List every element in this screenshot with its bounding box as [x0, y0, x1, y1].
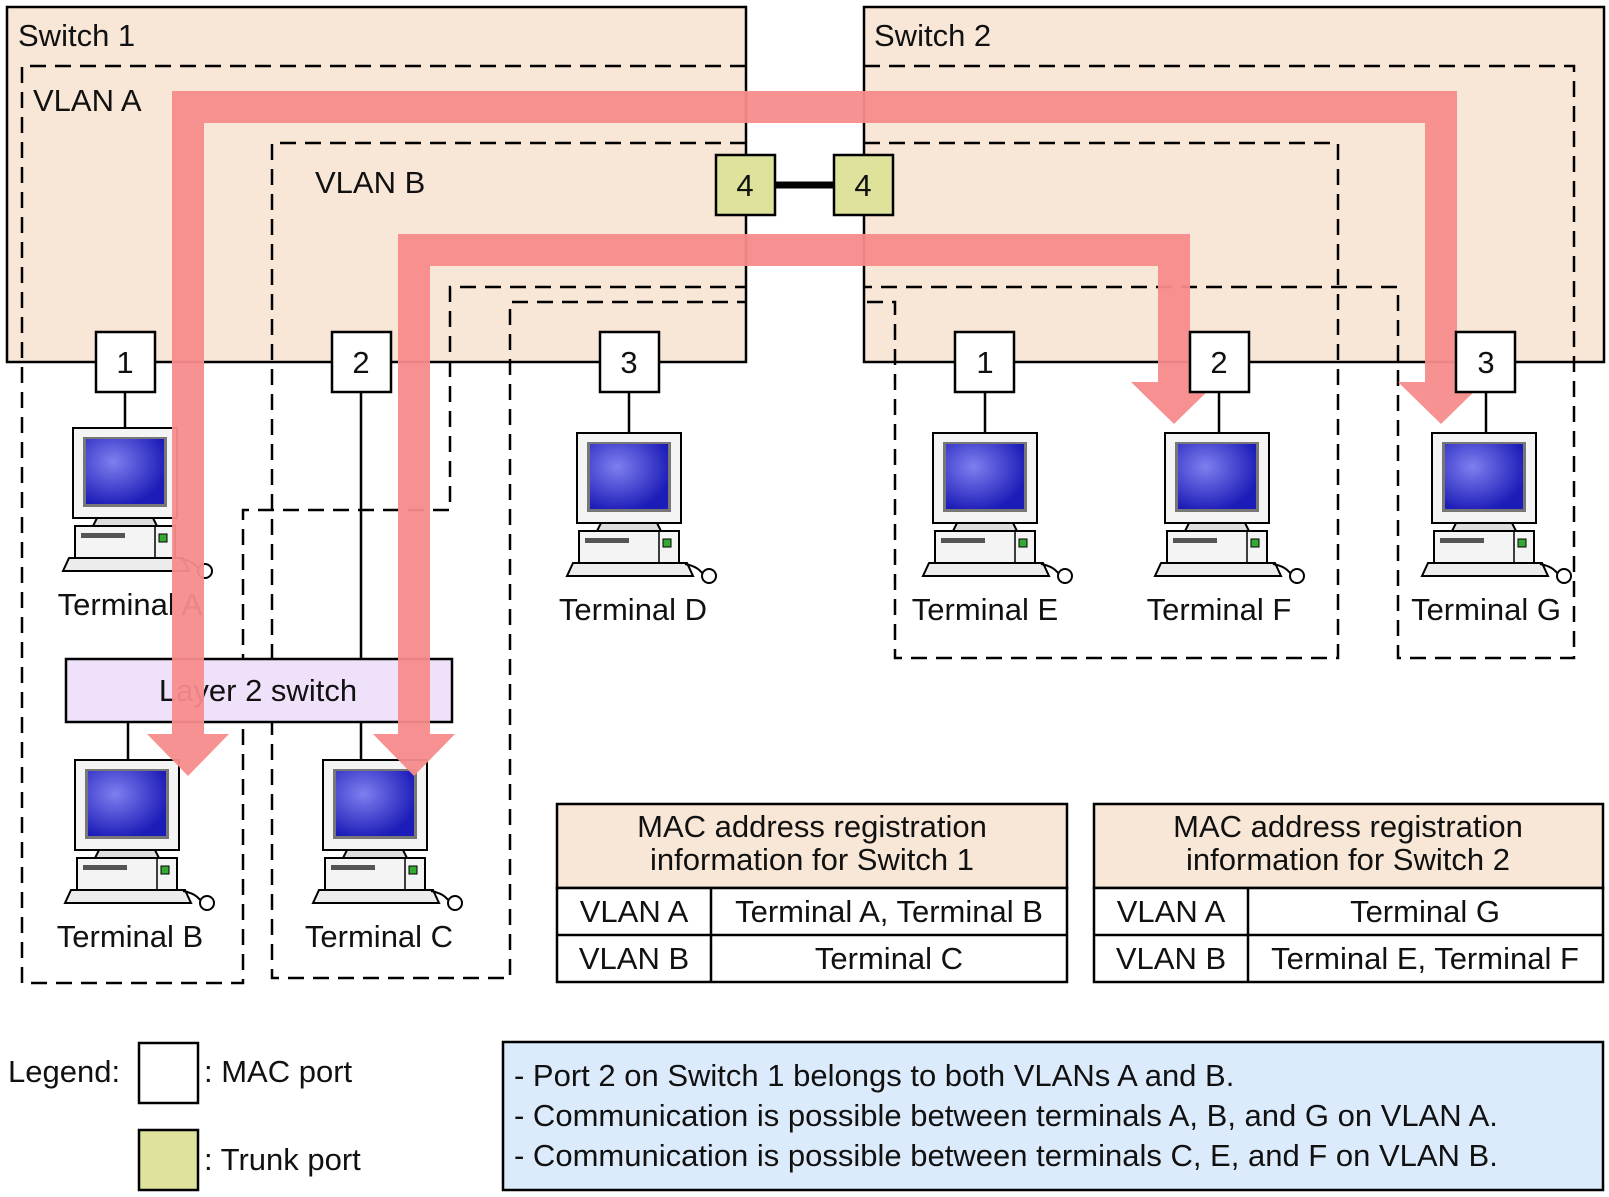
- switch-2-title: Switch 2: [874, 18, 991, 53]
- vlan-b-boundary-switch-1: [270, 141, 746, 980]
- note-3: - Communication is possible between term…: [514, 1138, 1498, 1173]
- mac-table-1-row1-terminals: Terminal A, Terminal B: [735, 894, 1043, 929]
- vlan-a-boundary-switch-2: [864, 64, 1576, 660]
- vlan-a-boundary-switch-1: [20, 64, 746, 985]
- mac-table-1-row2-vlan: VLAN B: [579, 941, 689, 976]
- terminal-g-label: Terminal G: [1411, 592, 1561, 627]
- switch-2-box: [862, 5, 1606, 364]
- mac-table-2-title-line2: information for Switch 2: [1186, 842, 1510, 877]
- terminal-e-icon: [922, 432, 1073, 584]
- switch-2-port-1: [953, 330, 1016, 394]
- terminal-d-label: Terminal D: [559, 592, 707, 627]
- legend-mac-port-swatch: [137, 1041, 200, 1105]
- switch-1-port-2-label: 2: [352, 345, 369, 380]
- terminal-f-icon: [1154, 432, 1305, 584]
- switch-2-port-2: [1188, 330, 1251, 394]
- vlan-a-label: VLAN A: [33, 83, 142, 118]
- terminal-f-label: Terminal F: [1147, 592, 1292, 627]
- mac-table-switch-2: MAC address registration information for…: [1092, 802, 1605, 984]
- legend-trunk-port-swatch: [137, 1128, 200, 1192]
- switch-1-title: Switch 1: [18, 18, 135, 53]
- mac-table-2-row1-vlan: VLAN A: [1117, 894, 1226, 929]
- switch-2-trunk-port: [832, 153, 895, 217]
- switch-1-port-2: [330, 330, 393, 394]
- switch-2-trunk-port-label: 4: [854, 168, 871, 203]
- mac-table-1-title-line2: information for Switch 1: [650, 842, 974, 877]
- terminal-c-icon: [312, 759, 463, 911]
- mac-table-1-row1-vlan: VLAN A: [580, 894, 689, 929]
- legend-title: Legend:: [8, 1054, 120, 1089]
- vlan-b-boundary-switch-2: [864, 141, 1340, 660]
- legend-trunk-port-label: : Trunk port: [204, 1142, 361, 1177]
- switch-1-port-3-label: 3: [620, 345, 637, 380]
- vlan-b-label: VLAN B: [315, 165, 425, 200]
- layer2-switch: [64, 657, 454, 724]
- terminal-d-icon: [566, 432, 717, 584]
- note-2: - Communication is possible between term…: [514, 1098, 1498, 1133]
- switch-2-port-3: [1454, 330, 1517, 394]
- mac-table-1-title-line1: MAC address registration: [637, 809, 987, 844]
- switch-1-trunk-port: [714, 153, 777, 217]
- note-1: - Port 2 on Switch 1 belongs to both VLA…: [514, 1058, 1234, 1093]
- terminal-g-icon: [1421, 432, 1572, 584]
- switch-2-port-2-label: 2: [1210, 345, 1227, 380]
- terminal-e-label: Terminal E: [912, 592, 1058, 627]
- notes-box: - Port 2 on Switch 1 belongs to both VLA…: [501, 1040, 1605, 1192]
- switch-1-trunk-port-label: 4: [736, 168, 753, 203]
- legend: Legend: : MAC port : Trunk port: [8, 1041, 361, 1192]
- switch-2-port-3-label: 3: [1477, 345, 1494, 380]
- terminal-c-label: Terminal C: [305, 919, 453, 954]
- terminal-b-label: Terminal B: [57, 919, 203, 954]
- switch-1-port-3: [598, 330, 661, 394]
- legend-mac-port-label: : MAC port: [204, 1054, 353, 1089]
- mac-table-switch-1: MAC address registration information for…: [555, 802, 1069, 984]
- mac-table-2-row2-vlan: VLAN B: [1116, 941, 1226, 976]
- switch-1-port-1: [94, 330, 157, 394]
- mac-table-1-row2-terminals: Terminal C: [815, 941, 963, 976]
- switch-1-port-1-label: 1: [116, 345, 133, 380]
- switch-2-port-1-label: 1: [976, 345, 993, 380]
- mac-table-2-title-line1: MAC address registration: [1173, 809, 1523, 844]
- terminal-b-icon: [64, 759, 215, 911]
- mac-table-2-row2-terminals: Terminal E, Terminal F: [1271, 941, 1579, 976]
- mac-table-2-row1-terminals: Terminal G: [1350, 894, 1500, 929]
